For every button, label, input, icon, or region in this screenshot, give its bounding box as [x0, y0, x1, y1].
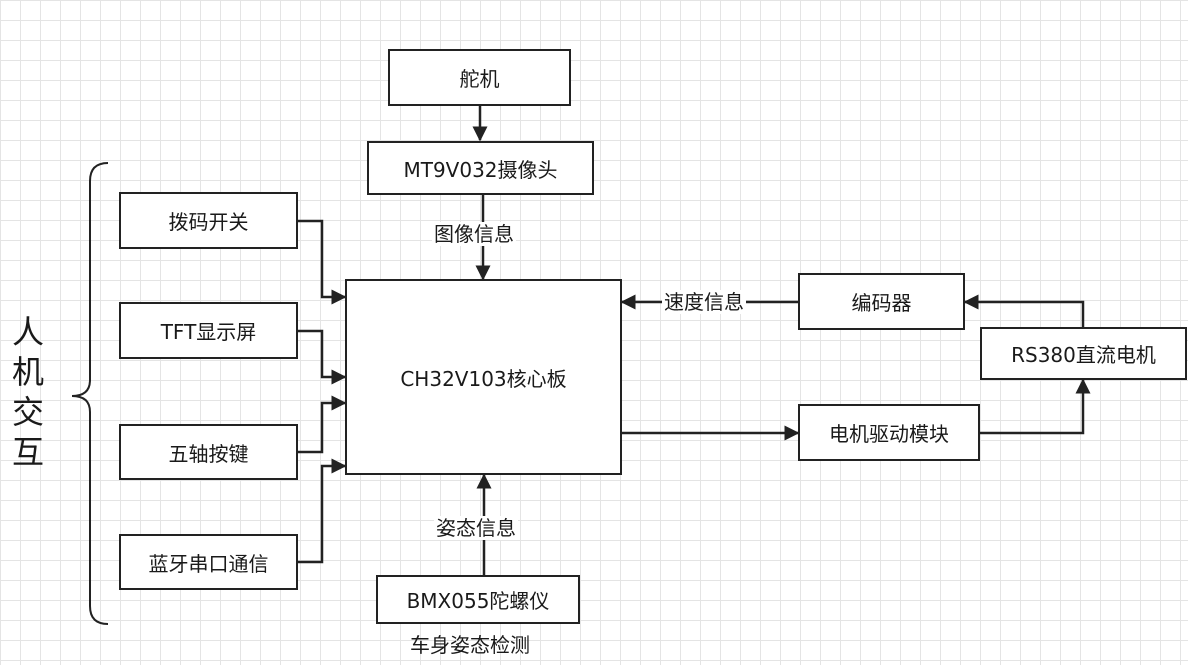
arrow-bt-to-core [298, 458, 347, 564]
core-board-box: CH32V103核心板 [345, 279, 622, 475]
dip-switch-box: 拨码开关 [119, 192, 298, 249]
servo-box: 舵机 [388, 49, 571, 106]
five-axis-keys-box: 五轴按键 [119, 424, 298, 480]
hmi-brace [71, 162, 109, 625]
bluetooth-serial-box: 蓝牙串口通信 [119, 534, 298, 590]
speed-info-label: 速度信息 [662, 290, 746, 314]
arrow-tft-to-core [298, 329, 347, 385]
motor-driver-box: 电机驱动模块 [798, 404, 980, 461]
dc-motor-box: RS380直流电机 [980, 327, 1187, 380]
image-info-label: 图像信息 [432, 222, 516, 246]
attitude-info-label: 姿态信息 [434, 516, 518, 540]
encoder-box: 编码器 [798, 273, 965, 330]
tft-display-box: TFT显示屏 [119, 302, 298, 359]
body-attitude-label: 车身姿态检测 [410, 633, 530, 657]
arrow-driver-to-motor [980, 378, 1091, 435]
arrow-dip-to-core [298, 219, 347, 305]
camera-box: MT9V032摄像头 [367, 141, 594, 195]
gyroscope-box: BMX055陀螺仪 [376, 575, 580, 624]
arrow-motor-to-encoder [963, 294, 1085, 327]
hmi-side-title: 人机交互 [11, 313, 44, 471]
arrow-keys-to-core [298, 395, 347, 454]
